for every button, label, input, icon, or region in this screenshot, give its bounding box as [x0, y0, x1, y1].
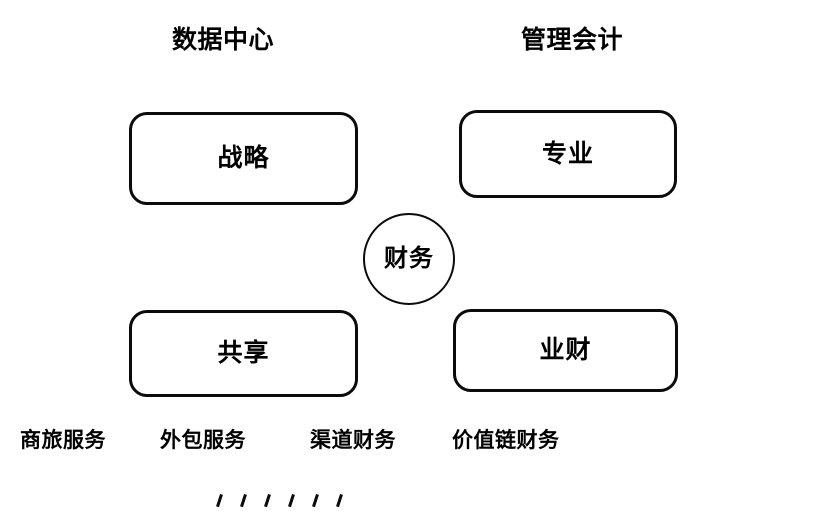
node-box-specialty[interactable]: 专业: [459, 110, 677, 198]
node-box-strategy-label: 战略: [217, 144, 270, 172]
footer-label-outsourcing-service: 外包服务: [160, 429, 246, 452]
footer-label-value-chain-finance: 价值链财务: [452, 429, 560, 452]
footer-label-business-travel-service: 商旅服务: [20, 429, 106, 452]
node-box-shared-label: 共享: [217, 339, 270, 367]
tick-mark: [336, 493, 343, 508]
tick-mark: [288, 493, 295, 508]
node-circle-finance-label: 财务: [384, 245, 434, 272]
node-box-shared[interactable]: 共享: [129, 310, 358, 397]
column-header-data-center: 数据中心: [171, 26, 275, 54]
node-box-business-finance[interactable]: 业财: [453, 309, 678, 392]
node-box-specialty-label: 专业: [541, 139, 594, 168]
node-box-strategy[interactable]: 战略: [129, 112, 358, 205]
tick-mark: [216, 493, 223, 508]
tick-mark: [312, 493, 319, 508]
footer-label-channel-finance: 渠道财务: [310, 429, 396, 452]
tick-mark: [240, 493, 247, 508]
node-box-business-finance-label: 业财: [539, 336, 592, 364]
column-header-management-accounting: 管理会计: [520, 26, 624, 54]
tick-mark: [264, 493, 271, 508]
tick-mark-row: [216, 492, 348, 512]
node-circle-finance[interactable]: 财务: [363, 213, 455, 305]
